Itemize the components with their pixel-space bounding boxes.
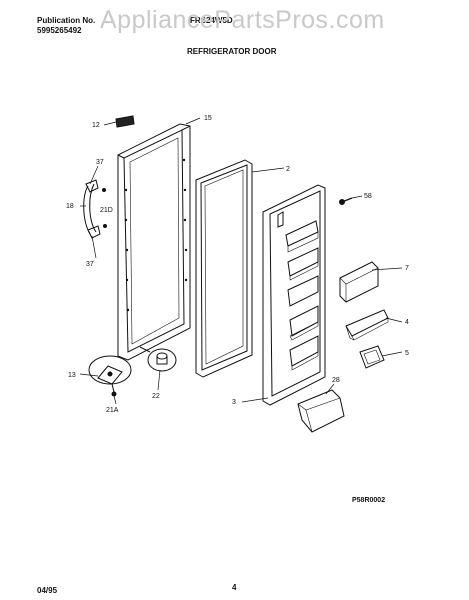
publication-number: 5995265492 — [37, 26, 82, 35]
part-58-screw — [339, 197, 353, 205]
part-15-door-gasket — [117, 123, 191, 361]
callout-leaders — [79, 117, 403, 405]
part-4-door-bin — [345, 309, 389, 341]
part-28-bottom-bin — [297, 389, 345, 433]
footer-date: 04/95 — [37, 586, 58, 595]
callout-4: 4 — [405, 319, 409, 326]
callout-3: 3 — [232, 399, 236, 406]
callout-37-top: 37 — [96, 159, 104, 166]
callout-13: 13 — [68, 372, 76, 379]
part-2-door-gasket-inner — [195, 159, 253, 378]
footer-page-number: 4 — [232, 583, 237, 592]
figure-code: P58R0002 — [352, 497, 385, 504]
callout-37-bottom: 37 — [86, 261, 94, 268]
callout-7: 7 — [405, 265, 409, 272]
callout-28: 28 — [332, 377, 340, 384]
diagram-title: REFRIGERATOR DOOR — [187, 47, 277, 56]
callout-58: 58 — [364, 193, 372, 200]
callout-22: 22 — [152, 393, 160, 400]
watermark: AppliancePartsPros.com — [100, 6, 385, 34]
callout-2: 2 — [286, 166, 290, 173]
part-22-hinge-bushing — [139, 346, 177, 372]
callout-18: 18 — [66, 203, 74, 210]
part-5-cover — [359, 345, 385, 369]
callout-5: 5 — [405, 350, 409, 357]
model-number: FRS24W5D — [190, 16, 233, 25]
part-13-hinge-bracket — [88, 355, 132, 397]
part-3-door-liner — [262, 184, 326, 406]
callout-12: 12 — [92, 122, 100, 129]
publication-label: Publication No. — [37, 16, 96, 25]
callout-21d: 21D — [100, 207, 113, 214]
part-18-door-handle — [83, 179, 107, 239]
part-12-nameplate — [115, 115, 135, 128]
callout-15: 15 — [204, 115, 212, 122]
part-7-dairy-door — [339, 261, 379, 303]
callout-21a: 21A — [106, 407, 119, 414]
